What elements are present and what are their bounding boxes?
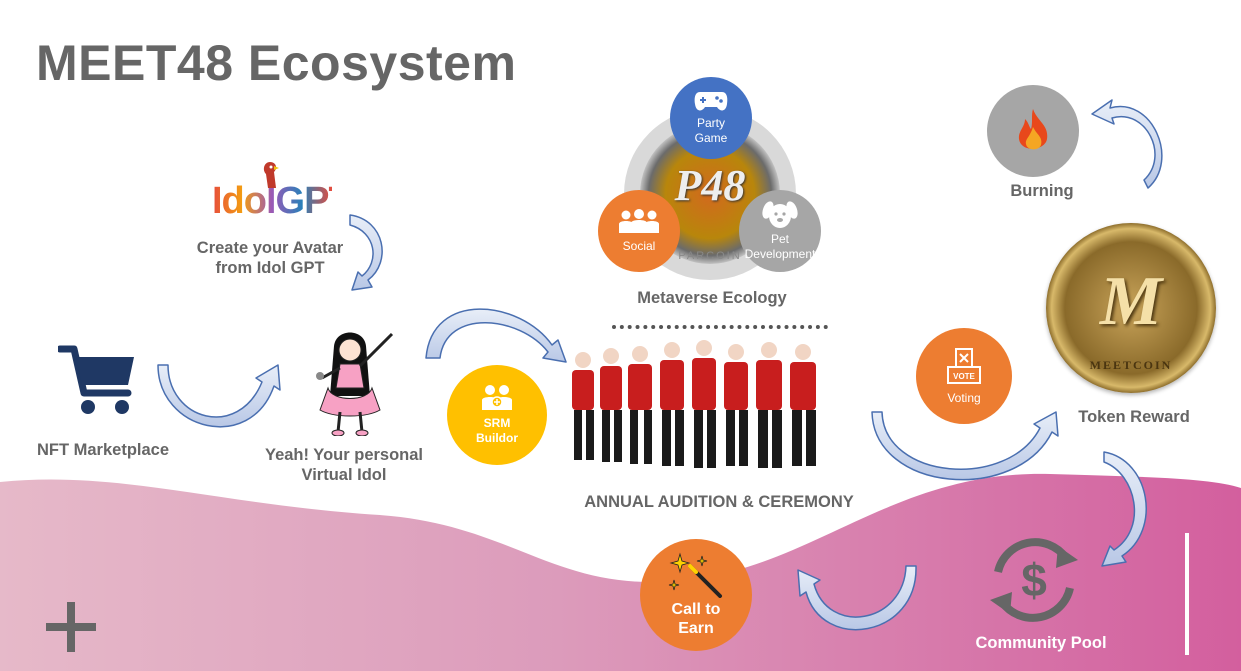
parrot-icon — [263, 162, 279, 188]
idolgpt-label-line2: from Idol GPT — [215, 259, 325, 277]
call-to-earn-line2: Earn — [678, 620, 714, 637]
srm-label-line1: SRM — [483, 416, 511, 430]
arrow-idol-to-audition — [425, 308, 567, 363]
community-pool-label: Community Pool — [975, 634, 1107, 652]
party-game-line2: Game — [694, 131, 728, 145]
fire-icon — [1018, 109, 1048, 150]
arrow-idolgpt-to-idol — [349, 214, 383, 291]
magic-wand-icon — [668, 552, 722, 598]
call-to-earn-node: Call to Earn — [640, 539, 752, 651]
virtual-idol-label-line1: Yeah! Your personal — [264, 446, 424, 464]
dollar-cycle-icon: $ — [990, 538, 1078, 622]
page-title: MEET48 Ecosystem — [36, 35, 517, 91]
plus-icon — [46, 602, 96, 652]
srm-label-line2: Buildor — [476, 431, 518, 445]
svg-text:$: $ — [1021, 554, 1047, 606]
people-icon — [482, 385, 512, 410]
gamepad-icon — [694, 92, 728, 111]
party-game-node: Party Game — [670, 77, 752, 159]
vertical-divider — [1185, 533, 1189, 655]
shopping-cart-icon — [58, 345, 134, 414]
idolgpt-label-line1: Create your Avatar — [196, 239, 344, 257]
arrow-nft-to-idol — [157, 364, 281, 428]
audition-performers-photo — [572, 340, 816, 468]
pet-development-node: Pet Development — [739, 190, 821, 272]
group-icon — [619, 208, 659, 233]
ballot-box-icon: VOTE — [947, 347, 981, 384]
arrow-burning-loop — [1091, 99, 1163, 189]
meetcoin-rim-text: MEETCOIN — [1089, 358, 1173, 372]
arrow-audition-to-token — [871, 411, 1059, 481]
meetcoin-symbol: M — [1099, 263, 1163, 340]
social-node: Social — [598, 190, 680, 272]
party-game-line1: Party — [696, 116, 725, 130]
virtual-idol-illustration — [316, 332, 394, 436]
pet-line2: Development — [744, 247, 816, 261]
audition-label: ANNUAL AUDITION & CEREMONY — [584, 493, 854, 511]
dog-icon — [762, 201, 798, 228]
virtual-idol-label-line2: Virtual Idol — [301, 466, 387, 484]
vote-icon-text: VOTE — [953, 372, 975, 381]
pet-line1: Pet — [770, 232, 789, 246]
parcoin-symbol: P48 — [674, 161, 746, 210]
audition-dotted-line-top — [612, 325, 828, 329]
arrow-token-to-pool — [1101, 451, 1147, 567]
call-to-earn-line1: Call to — [671, 601, 721, 618]
srm-buildor-node: SRM Buildor — [447, 365, 547, 465]
social-label: Social — [622, 238, 656, 253]
parcoin-rim-text: PARCOIN — [678, 250, 742, 262]
token-reward-label: Token Reward — [1078, 408, 1190, 426]
burning-label: Burning — [1010, 182, 1074, 200]
meetcoin-coin — [1046, 223, 1216, 393]
nft-marketplace-label: NFT Marketplace — [36, 441, 170, 459]
arrow-pool-to-earn — [797, 565, 917, 631]
voting-node: VOTE Voting — [916, 328, 1012, 424]
voting-label: Voting — [947, 390, 981, 405]
burning-node — [987, 85, 1079, 177]
metaverse-ecology-label: Metaverse Ecology — [637, 289, 787, 307]
idolgpt-logo: IdolGPT — [212, 180, 352, 230]
